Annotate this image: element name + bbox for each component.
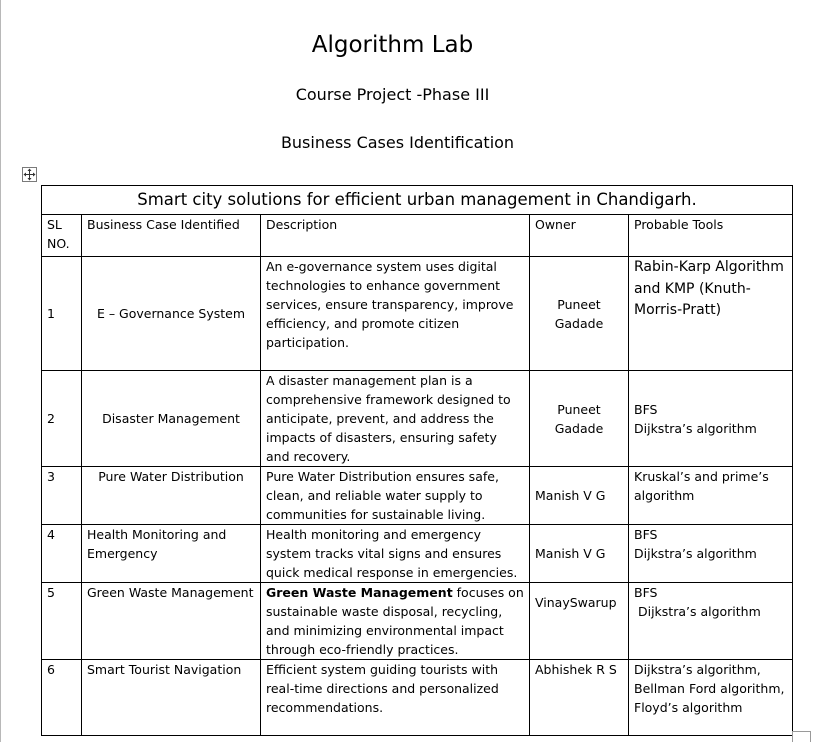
row-sl: 2 [41,370,82,467]
row-business-case: Green Waste Management [81,582,261,660]
page-left-edge [0,0,1,742]
table-row: 5 Green Waste Management Green Waste Man… [41,582,793,660]
row-tools: Dijkstra’s algorithm, Bellman Ford algor… [628,659,793,736]
row-description: A disaster management plan is a comprehe… [260,370,530,467]
row-tools: Rabin-Karp Algorithm and KMP (Knuth-Morr… [628,256,793,371]
header-owner: Owner [529,214,629,257]
row-tools: BFS Dijkstra’s algorithm [628,524,793,583]
header-sl-no: SL NO. [41,214,82,257]
row-owner: Manish V G [529,466,629,525]
header-business-case: Business Case Identified [81,214,261,257]
header-probable-tools: Probable Tools [628,214,793,257]
row-owner: Puneet Gadade [529,256,629,371]
row-tools: BFS Dijkstra’s algorithm [628,370,793,467]
row-business-case: Smart Tourist Navigation [81,659,261,736]
page-corner-marker [792,731,811,742]
row-owner: VinaySwarup [529,582,629,660]
row-sl: 5 [41,582,82,660]
row-business-case: Pure Water Distribution [81,466,261,525]
row-sl: 4 [41,524,82,583]
tool-item: Dijkstra’s algorithm [634,546,757,561]
header-description: Description [260,214,530,257]
row-business-case: Health Monitoring and Emergency [81,524,261,583]
move-arrows-icon[interactable] [22,167,37,182]
document-title: Algorithm Lab [311,32,474,58]
row-description: Green Waste Management focuses on sustai… [260,582,530,660]
description-bold-term: Green Waste Management [266,585,453,600]
business-cases-table: Smart city solutions for efficient urban… [41,185,793,736]
owner-text: VinaySwarup [535,595,617,610]
tool-item: BFS [634,527,658,542]
document-subtitle: Course Project -Phase III [295,85,490,104]
tool-item: Dijkstra’s algorithm, [634,662,761,677]
row-business-case: Disaster Management [81,370,261,467]
table-row: 3 Pure Water Distribution Pure Water Dis… [41,466,793,525]
tool-item: Dijkstra’s algorithm [634,420,757,436]
row-business-case: E – Governance System [81,256,261,371]
row-tools: BFS Dijkstra’s algorithm [628,582,793,660]
table-row: 2 Disaster Management A disaster managem… [41,370,793,467]
row-description: Efficient system guiding tourists with r… [260,659,530,736]
table-row: 6 Smart Tourist Navigation Efficient sys… [41,659,793,736]
row-description: Pure Water Distribution ensures safe, cl… [260,466,530,525]
table-header-row: SL NO. Business Case Identified Descript… [41,214,793,257]
row-owner: Abhishek R S [529,659,629,736]
table-caption: Smart city solutions for efficient urban… [41,185,793,215]
tool-item: Floyd’s algorithm [634,700,743,715]
table-row: 1 E – Governance System An e-governance … [41,256,793,371]
table-row: 4 Health Monitoring and Emergency Health… [41,524,793,583]
row-owner: Manish V G [529,524,629,583]
tool-item: BFS [634,585,658,600]
row-sl: 6 [41,659,82,736]
row-description: An e-governance system uses digital tech… [260,256,530,371]
row-tools: Kruskal’s and prime’s algorithm [628,466,793,525]
tool-item: BFS [634,401,658,417]
tool-item: Bellman Ford algorithm, [634,681,785,696]
tool-item: Dijkstra’s algorithm [634,604,761,619]
row-owner: Puneet Gadade [529,370,629,467]
row-sl: 3 [41,466,82,525]
row-description: Health monitoring and emergency system t… [260,524,530,583]
description-text: focuses on sustainable waste disposal, r… [266,585,524,657]
section-title: Business Cases Identification [280,133,515,152]
row-sl: 1 [41,256,82,371]
